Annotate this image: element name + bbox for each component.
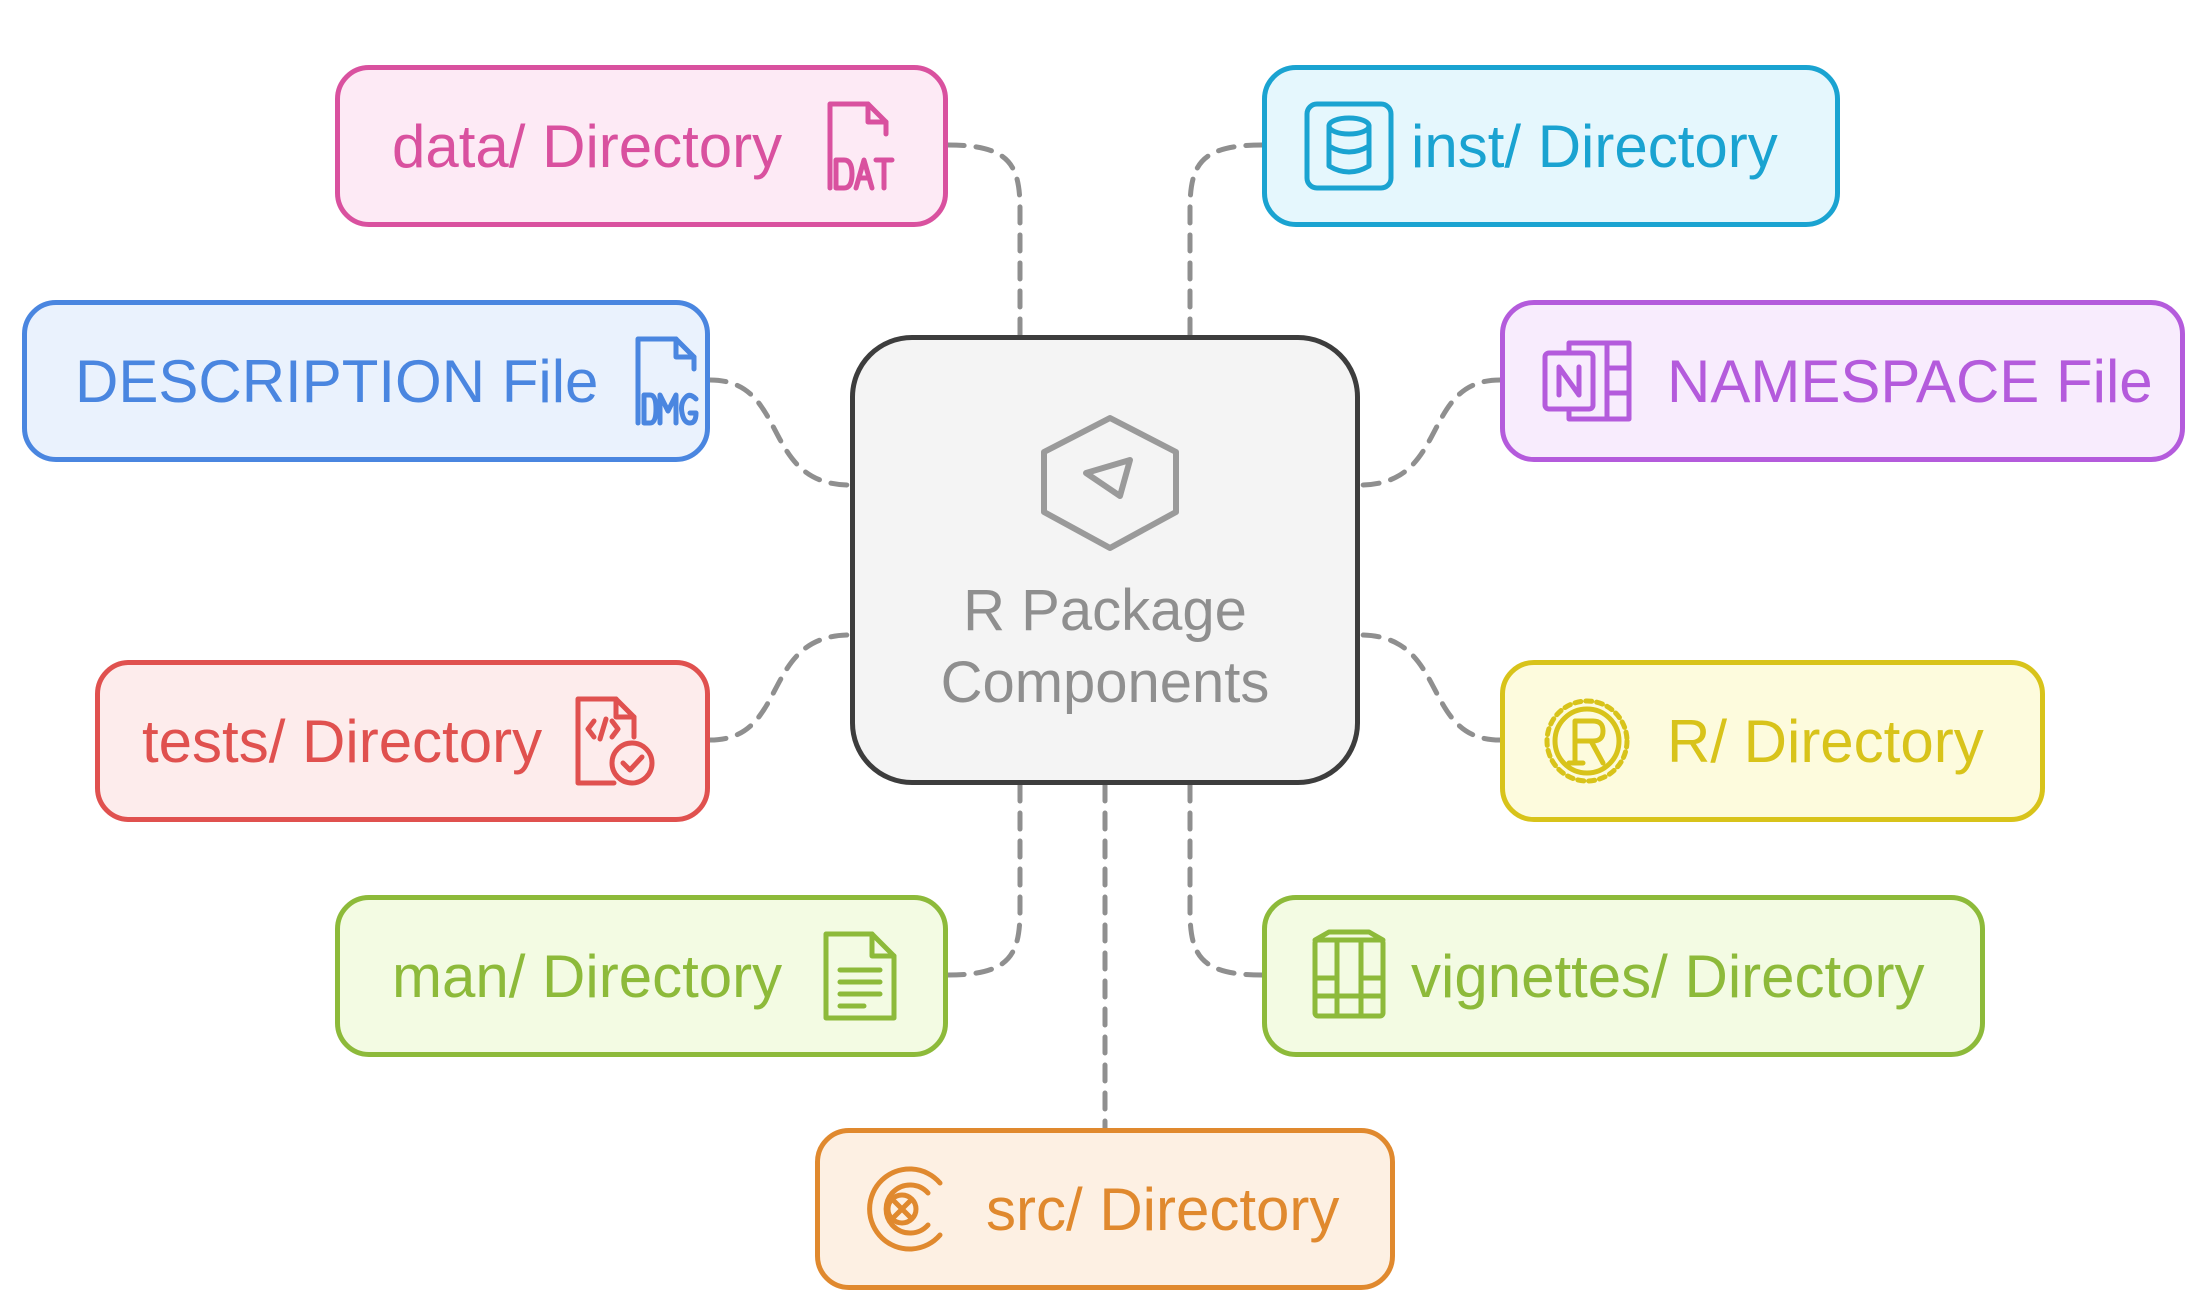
- center-title-line1: R Package: [963, 578, 1247, 643]
- connector-r: [1357, 632, 1503, 743]
- node-label: DESCRIPTION File: [75, 347, 599, 415]
- dmg-file-icon: [618, 331, 718, 431]
- hexagon-arrow-icon: [1030, 410, 1190, 560]
- node-label: data/ Directory: [392, 112, 783, 180]
- connector-description: [707, 377, 853, 488]
- node-label: tests/ Directory: [142, 707, 543, 775]
- columns-icon: [1299, 926, 1399, 1026]
- node-label: vignettes/ Directory: [1411, 942, 1925, 1010]
- document-icon: [810, 926, 910, 1026]
- node-label: R/ Directory: [1667, 707, 1984, 775]
- node-inst-directory: inst/ Directory: [1262, 65, 1840, 227]
- node-description-file: DESCRIPTION File: [22, 300, 710, 462]
- node-label: src/ Directory: [986, 1175, 1340, 1243]
- rust-gear-icon: [1537, 691, 1637, 791]
- center-title-line2: Components: [940, 650, 1270, 715]
- connector-tests: [707, 632, 853, 743]
- c-plus-icon: [858, 1159, 958, 1259]
- dat-file-icon: [810, 96, 910, 196]
- node-label: NAMESPACE File: [1667, 347, 2153, 415]
- node-data-directory: data/ Directory: [335, 65, 948, 227]
- connector-inst: [1187, 142, 1265, 338]
- node-man-directory: man/ Directory: [335, 895, 948, 1057]
- connector-vignettes: [1187, 782, 1265, 978]
- node-label: man/ Directory: [392, 942, 783, 1010]
- center-node: R Package Components: [850, 335, 1360, 785]
- node-label: inst/ Directory: [1411, 112, 1778, 180]
- connector-namespace: [1357, 377, 1503, 488]
- center-title: R Package Components: [855, 575, 1355, 719]
- connector-man: [945, 782, 1023, 978]
- node-vignettes-directory: vignettes/ Directory: [1262, 895, 1985, 1057]
- code-check-file-icon: [564, 691, 664, 791]
- node-r-directory: R/ Directory: [1500, 660, 2045, 822]
- node-namespace-file: NAMESPACE File: [1500, 300, 2185, 462]
- database-icon: [1299, 96, 1399, 196]
- onenote-icon: [1537, 331, 1637, 431]
- node-src-directory: src/ Directory: [815, 1128, 1395, 1290]
- node-tests-directory: tests/ Directory: [95, 660, 710, 822]
- connector-data: [945, 142, 1023, 338]
